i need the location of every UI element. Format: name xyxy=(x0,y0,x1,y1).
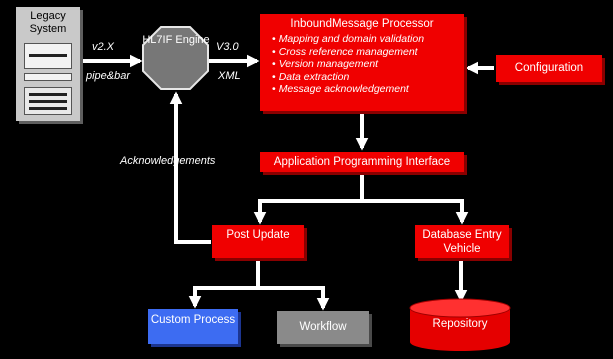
processor-task-list: Mapping and domain validation Cross refe… xyxy=(260,33,464,96)
inbound-message-processor-node: InboundMessage Processor Mapping and dom… xyxy=(260,14,464,111)
hl7if-octagon xyxy=(142,26,209,90)
custom-process-label: Custom Process xyxy=(150,314,236,326)
database-entry-vehicle-node: Database Entry Vehicle xyxy=(415,225,509,258)
database-entry-vehicle-label: Database Entry Vehicle xyxy=(422,229,502,255)
edge-label-xml: XML xyxy=(218,70,241,82)
processor-title: InboundMessage Processor xyxy=(290,18,434,30)
custom-process-node: Custom Process xyxy=(148,309,238,344)
repository-label: Repository xyxy=(432,318,488,330)
workflow-label: Workflow xyxy=(299,321,347,333)
server-slot xyxy=(24,73,72,81)
legacy-system-label: Legacy System xyxy=(29,10,67,35)
configuration-label: Configuration xyxy=(514,62,584,74)
workflow-node: Workflow xyxy=(277,311,369,344)
server-bay-bar-1 xyxy=(29,93,67,96)
api-node: Application Programming Interface xyxy=(260,152,464,172)
processor-task: Version management xyxy=(272,58,464,71)
repository-cylinder xyxy=(409,298,511,351)
server-bay-bar-3 xyxy=(29,107,67,110)
post-update-node: Post Update xyxy=(212,225,304,258)
edge-label-v2x: v2.X xyxy=(92,41,115,53)
hl7if-engine-label: HL7IF Engine xyxy=(142,34,210,46)
configuration-node: Configuration xyxy=(496,55,602,82)
api-label: Application Programming Interface xyxy=(273,156,451,168)
processor-task: Cross reference management xyxy=(272,46,464,59)
post-update-label: Post Update xyxy=(226,229,290,241)
edge-label-v30: V3.0 xyxy=(216,41,239,53)
processor-task: Data extraction xyxy=(272,71,464,84)
edge-ack-to-hl7 xyxy=(169,91,211,244)
processor-task: Mapping and domain validation xyxy=(272,33,464,46)
edge-label-pipe: pipe&bar xyxy=(86,70,131,82)
server-drive-bar xyxy=(29,54,67,57)
legacy-system-node: Legacy System xyxy=(16,7,80,121)
edge-label-acknowledgements: Acknowledgements xyxy=(120,155,216,167)
server-bay-bar-2 xyxy=(29,100,67,103)
processor-task: Message acknowledgement xyxy=(272,83,464,96)
